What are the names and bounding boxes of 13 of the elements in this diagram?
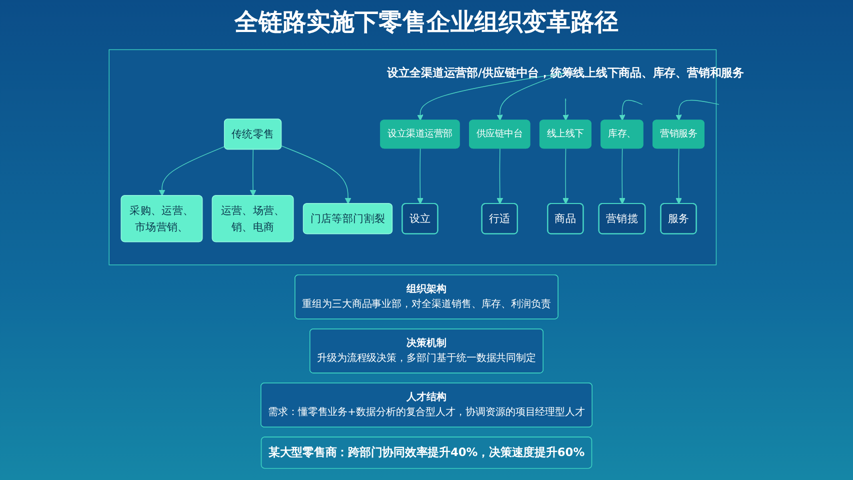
- arrow: [158, 146, 226, 196]
- arrow: [619, 148, 626, 204]
- arrow: [250, 149, 256, 196]
- arrow: [281, 146, 352, 204]
- title: 全链路实施下零售企业组织变革路径: [234, 7, 618, 38]
- arrow: [417, 148, 424, 204]
- arrow: [676, 100, 720, 121]
- arrow: [562, 98, 569, 121]
- arrow: [619, 100, 643, 121]
- arrow: [496, 148, 504, 204]
- node-text: 设立全渠道运营部/供应链中台，统筹线上线下商品、库存、营销和服务: [386, 66, 744, 80]
- arrow: [676, 148, 682, 204]
- arrow: [562, 148, 569, 204]
